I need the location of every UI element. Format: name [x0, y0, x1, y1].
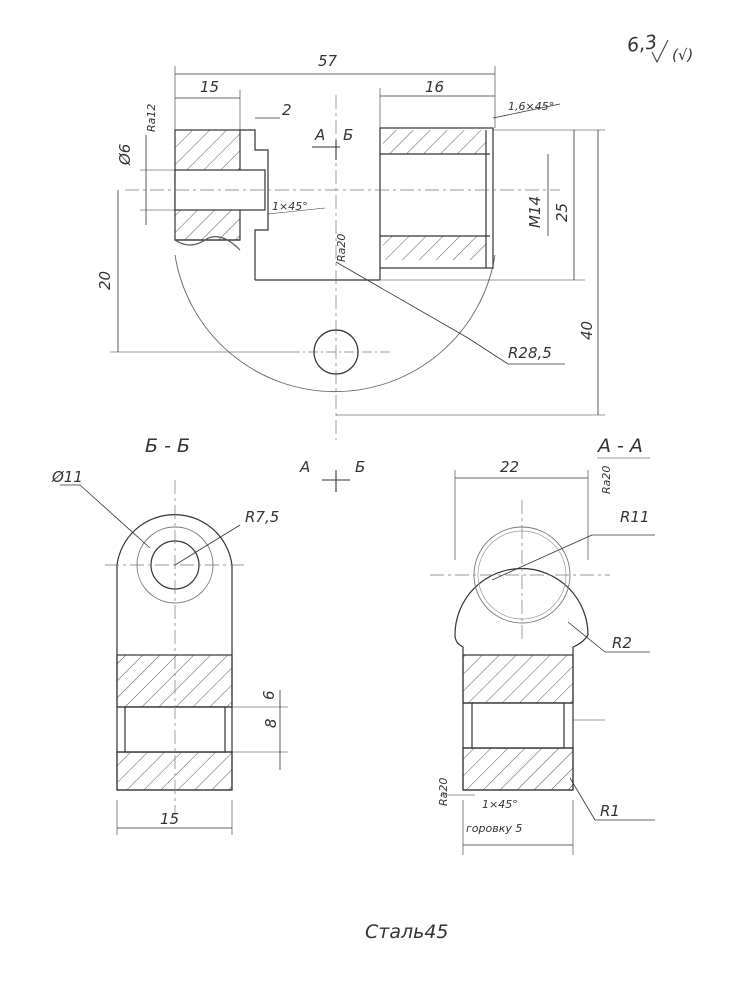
- dim-2: 2: [282, 101, 292, 119]
- roughness-suffix: (√): [672, 46, 693, 64]
- aa-roughness-bottom: Ra20: [437, 778, 450, 806]
- dia-6: Ø6: [116, 144, 134, 166]
- thread-m14: M14: [526, 196, 544, 228]
- dim-15-top: 15: [200, 78, 219, 96]
- aa-r1: R1: [600, 802, 620, 820]
- dim-40: 40: [578, 321, 596, 340]
- bb-dim-6: 6: [260, 690, 278, 700]
- chamfer-leader: [492, 103, 561, 119]
- aa-dim-22: 22: [500, 458, 519, 476]
- aa-chamfer: 1×45°: [482, 798, 518, 811]
- aa-hatch-bottom: [462, 747, 574, 791]
- aa-r2-leader: [567, 621, 606, 653]
- roughness-value: 6,3: [626, 31, 659, 57]
- top-view: [110, 66, 605, 492]
- chamfer-1-6: 1,6×45°: [508, 100, 554, 113]
- section-bb-title: Б - Б: [145, 435, 190, 457]
- aa-r2: R2: [612, 634, 632, 652]
- aa-top-arc: [454, 567, 589, 636]
- thread-hatch-top: [383, 130, 486, 154]
- part-outline-arc: [174, 254, 496, 393]
- cut-label-b-top: Б: [343, 126, 353, 144]
- dim-16: 16: [425, 78, 444, 96]
- pivot-hole: [313, 329, 359, 375]
- section-aa-title: А - А: [596, 435, 643, 457]
- cut-label-b-bottom: Б: [355, 458, 365, 476]
- aa-hatch-top: [462, 654, 574, 704]
- thread-hatch-bottom: [383, 236, 486, 260]
- bb-radius-7-5: R7,5: [245, 508, 279, 526]
- dim-25: 25: [553, 203, 571, 222]
- cut-label-a-bottom: А: [299, 458, 310, 476]
- roughness-left: Ra12: [145, 104, 158, 132]
- dim-57: 57: [318, 52, 338, 70]
- radius-leader: [335, 261, 469, 339]
- roughness-mid: Ra20: [335, 234, 348, 262]
- bb-radius-leader: [174, 524, 241, 566]
- small-chamfer-leader: [267, 207, 326, 215]
- aa-roughness: Ra20: [600, 466, 613, 494]
- dim-20: 20: [96, 271, 114, 290]
- material-label: Сталь45: [365, 921, 449, 943]
- bb-hatch-top: [116, 654, 233, 708]
- bb-top-arc: [116, 514, 233, 566]
- chamfer-1x45-top: 1×45°: [272, 200, 308, 213]
- break-wave: [174, 236, 241, 251]
- bb-hatch-bottom: [116, 751, 233, 791]
- bb-dia-11: Ø11: [51, 468, 83, 486]
- section-a-a: [430, 457, 655, 855]
- section-b-b: [60, 480, 288, 835]
- bb-dim-8: 8: [262, 718, 280, 728]
- general-roughness-mark: 6,3 (√): [626, 31, 694, 64]
- aa-r11-leader: [491, 534, 593, 581]
- cut-label-a-top: А: [314, 126, 325, 144]
- bb-dim-15: 15: [160, 810, 179, 828]
- left-shoulder: [240, 129, 269, 280]
- bb-dia-leader: [79, 484, 151, 549]
- aa-r11: R11: [620, 508, 650, 526]
- aa-chamfer-note: горовку 5: [466, 822, 522, 835]
- aa-r1-leader: [569, 777, 596, 821]
- radius-28-5: R28,5: [508, 344, 552, 362]
